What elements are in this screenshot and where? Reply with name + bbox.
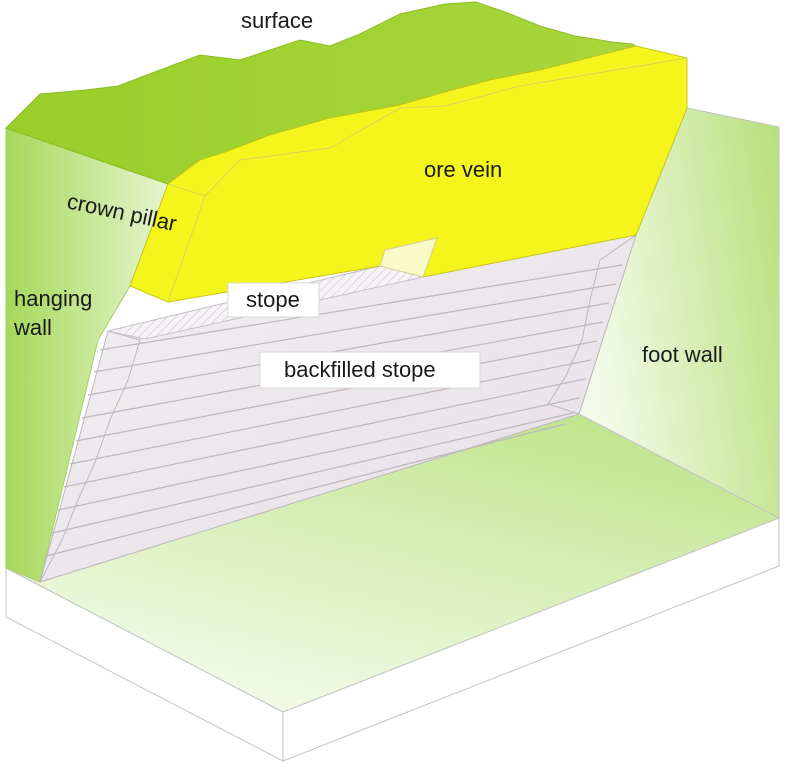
- hanging-wall-label: hanging wall: [13, 286, 98, 340]
- ore-vein-label: ore vein: [424, 157, 502, 182]
- foot-wall-label: foot wall: [642, 342, 723, 367]
- stope-notch: [379, 237, 438, 278]
- ore-vein-top-edge: [204, 57, 688, 197]
- ore-vein-front-edge: [167, 183, 206, 303]
- stope-label: stope: [246, 287, 300, 312]
- backfilled-stope-label: backfilled stope: [284, 357, 436, 382]
- hanging-wall-label-line2: wall: [13, 315, 52, 340]
- hanging-wall-label-line1: hanging: [14, 286, 92, 311]
- surface-label: surface: [241, 8, 313, 33]
- stope-label-box: [227, 282, 320, 318]
- backfilled-stope-label-box: [259, 351, 481, 389]
